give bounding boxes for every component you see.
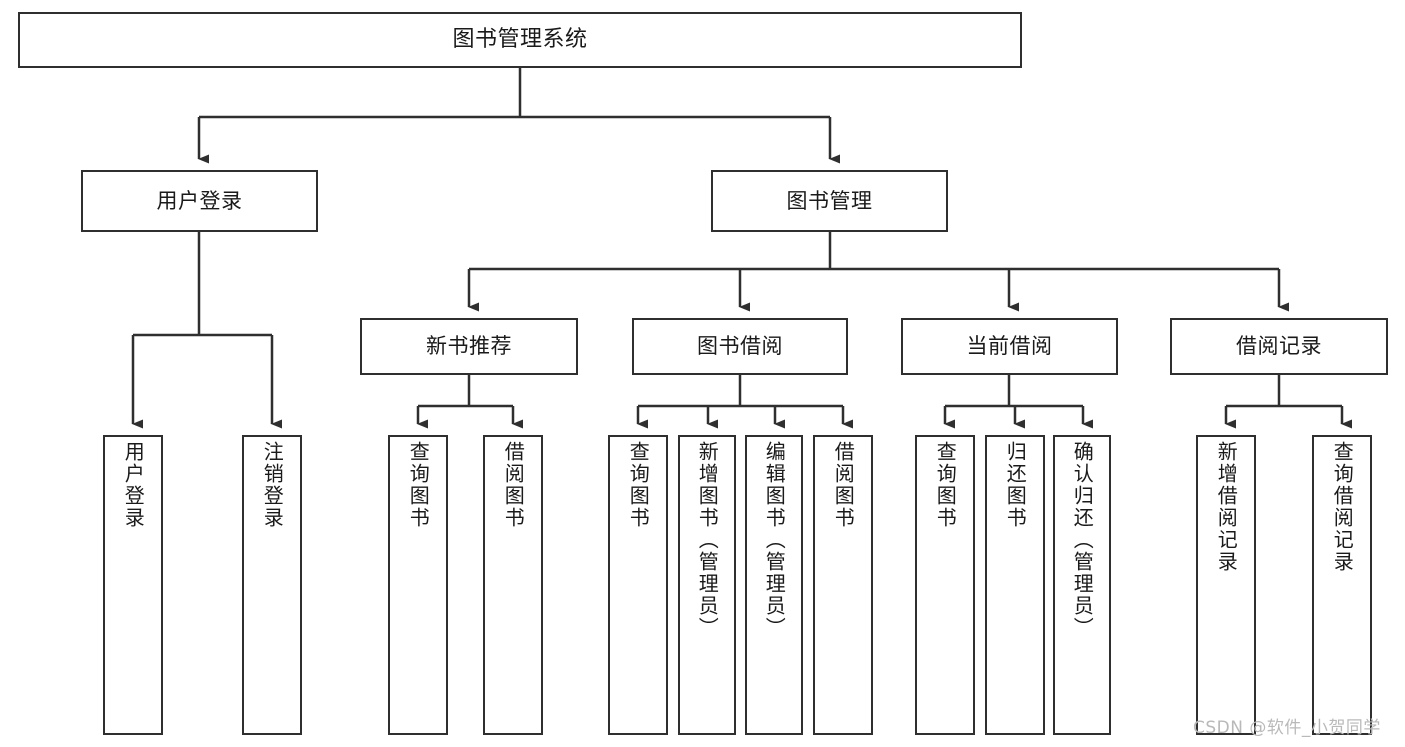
node-label: 用户登录 — [121, 441, 146, 529]
node-label: 借阅图书 — [831, 441, 856, 529]
node-leaf-query-borrow-record[interactable]: 查询借阅记录 — [1312, 435, 1372, 735]
csdn-watermark: CSDN @软件_小贺同学 — [1193, 718, 1381, 738]
node-label: 当前借阅 — [966, 334, 1053, 359]
node-label: 查询图书 — [933, 441, 958, 529]
node-book-borrow[interactable]: 图书借阅 — [632, 318, 848, 375]
node-new-book-recommend[interactable]: 新书推荐 — [360, 318, 578, 375]
node-user-login[interactable]: 用户登录 — [81, 170, 318, 232]
node-label: 图书借阅 — [697, 334, 783, 359]
node-label: 借阅图书 — [501, 441, 526, 529]
node-leaf-borrow-book-recommend[interactable]: 借阅图书 — [483, 435, 543, 735]
node-label: 注销登录 — [260, 441, 285, 529]
node-leaf-user-login[interactable]: 用户登录 — [103, 435, 163, 735]
node-leaf-borrow-book[interactable]: 借阅图书 — [813, 435, 873, 735]
node-leaf-query-book-current[interactable]: 查询图书 — [915, 435, 975, 735]
node-label: 查询图书 — [406, 441, 431, 529]
node-leaf-edit-book-admin[interactable]: 编辑图书（管理员） — [745, 435, 803, 735]
node-book-management[interactable]: 图书管理 — [711, 170, 948, 232]
node-leaf-logout[interactable]: 注销登录 — [242, 435, 302, 735]
node-label: 新书推荐 — [426, 334, 512, 359]
node-label: 归还图书 — [1003, 441, 1028, 529]
node-label: 新增借阅记录 — [1214, 441, 1239, 573]
node-leaf-confirm-return-admin[interactable]: 确认归还（管理员） — [1053, 435, 1111, 735]
node-leaf-add-borrow-record[interactable]: 新增借阅记录 — [1196, 435, 1256, 735]
node-root-book-management-system[interactable]: 图书管理系统 — [18, 12, 1022, 68]
node-current-borrow[interactable]: 当前借阅 — [901, 318, 1118, 375]
node-label: 确认归还（管理员） — [1070, 441, 1095, 639]
node-leaf-query-book-borrow[interactable]: 查询图书 — [608, 435, 668, 735]
node-label: 新增图书（管理员） — [695, 441, 720, 639]
node-borrow-record[interactable]: 借阅记录 — [1170, 318, 1388, 375]
node-label: 借阅记录 — [1236, 334, 1322, 359]
node-label: 查询图书 — [626, 441, 651, 529]
node-label: 用户登录 — [156, 188, 243, 213]
node-label: 图书管理系统 — [452, 27, 588, 53]
node-leaf-add-book-admin[interactable]: 新增图书（管理员） — [678, 435, 736, 735]
node-label: 图书管理 — [786, 188, 873, 213]
node-label: 查询借阅记录 — [1330, 441, 1355, 573]
node-leaf-return-book[interactable]: 归还图书 — [985, 435, 1045, 735]
node-leaf-query-book-recommend[interactable]: 查询图书 — [388, 435, 448, 735]
node-label: 编辑图书（管理员） — [762, 441, 787, 639]
